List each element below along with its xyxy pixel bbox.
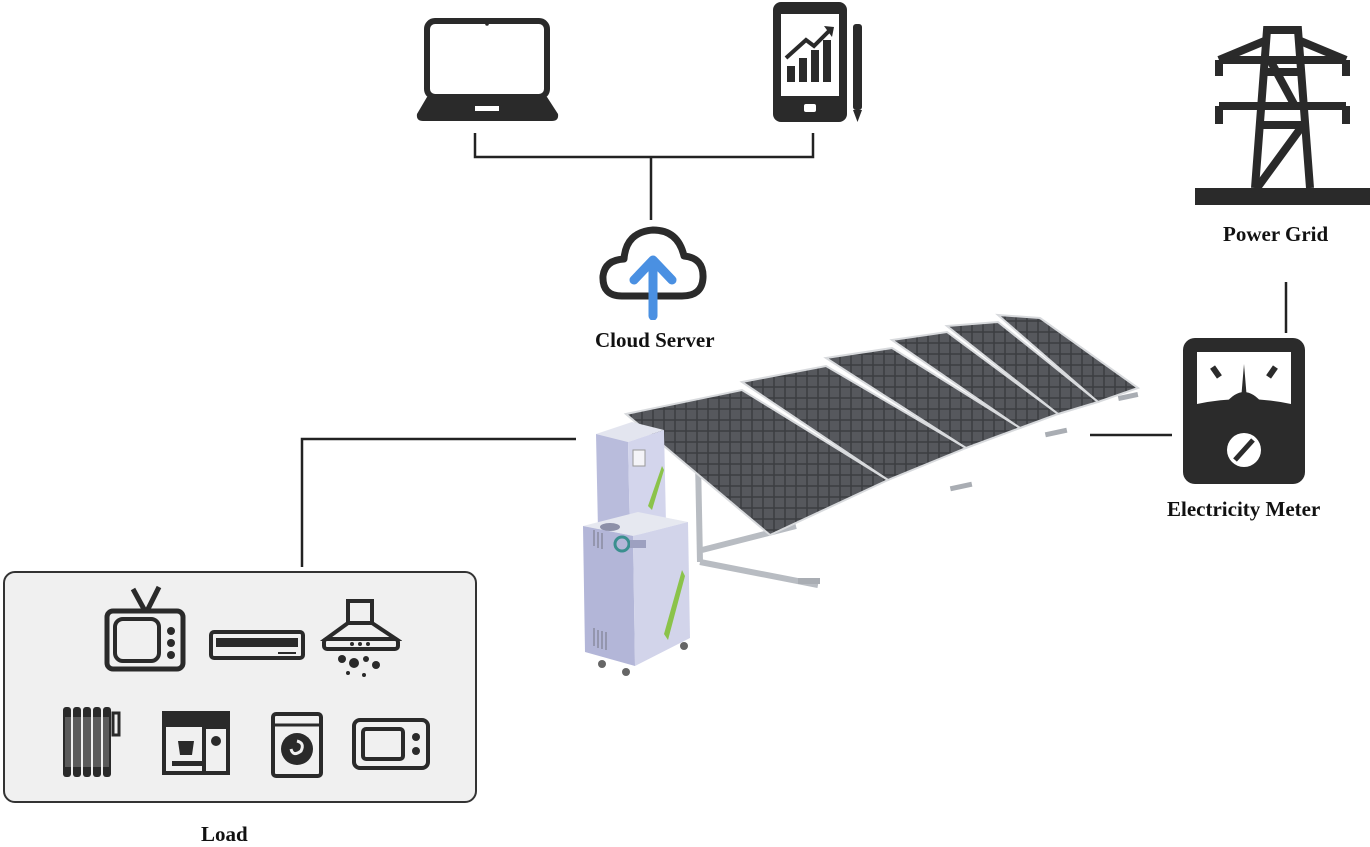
laptop-phone-connector: [473, 133, 815, 159]
inverter-load-connector: [300, 437, 576, 567]
coffee-machine-icon: [162, 711, 230, 775]
load-label: Load: [201, 822, 248, 846]
power-grid-label: Power Grid: [1223, 222, 1329, 246]
cloud-upload-icon: [599, 226, 707, 320]
solar-panel-5: [944, 320, 1101, 416]
solar-panel-array: [623, 313, 1141, 588]
solar-panel-6: [995, 313, 1141, 404]
tv-icon: [104, 585, 186, 672]
solar-panel-4: [889, 330, 1061, 430]
solar-panel-3: [823, 346, 1023, 450]
inverter-cabinet: [583, 422, 690, 676]
meter-icon: [1183, 338, 1305, 484]
oil-heater-icon: [63, 707, 121, 777]
cloud-server-label: Cloud Server: [595, 328, 715, 352]
range-hood-icon: [320, 599, 402, 677]
air-conditioner-icon: [209, 630, 305, 660]
phone-chart-icon: [773, 2, 862, 122]
washing-machine-icon: [271, 712, 323, 778]
solar-panel-1: [623, 388, 891, 537]
electricity-meter-label: Electricity Meter: [1167, 497, 1321, 521]
laptop-icon: [416, 18, 559, 121]
solar-panel-2: [739, 364, 969, 482]
power-tower-icon: [1195, 26, 1370, 205]
load-panel: [3, 571, 477, 803]
microwave-icon: [352, 718, 430, 770]
